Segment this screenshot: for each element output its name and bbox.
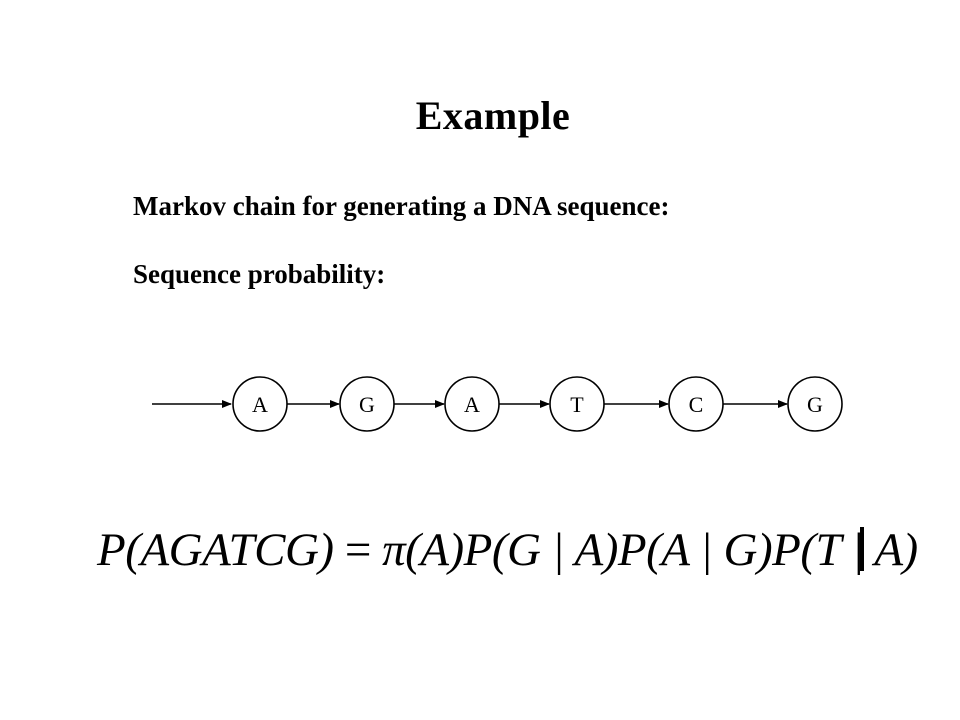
formula-rhs: π(A)P(G | A)P(A | G)P(T | A) — [382, 524, 918, 576]
node-label: C — [689, 392, 704, 417]
node-label: A — [252, 392, 268, 417]
chain-node-1: A — [232, 376, 288, 432]
chain-node-4: T — [549, 376, 605, 432]
chain-node-6: G — [787, 376, 843, 432]
slide-title: Example — [415, 93, 571, 138]
formula-cropped-paren — [860, 527, 864, 571]
node-circle — [787, 376, 843, 432]
node-label: G — [807, 392, 823, 417]
node-label: G — [359, 392, 375, 417]
sequence-probability-formula: P(AGATCG) = π(A)P(G | A)P(A | G)P(T | A) — [97, 522, 918, 578]
markov-chain-heading: Markov chain for generating a DNA sequen… — [133, 191, 670, 221]
chain-node-2: G — [339, 376, 395, 432]
node-label: A — [464, 392, 480, 417]
sequence-probability-heading: Sequence probability: — [133, 259, 386, 289]
formula-lhs: P(AGATCG) — [97, 524, 334, 576]
node-label: T — [570, 392, 584, 417]
chain-node-3: A — [444, 376, 500, 432]
chain-node-5: C — [668, 376, 724, 432]
formula-equals: = — [344, 524, 372, 576]
